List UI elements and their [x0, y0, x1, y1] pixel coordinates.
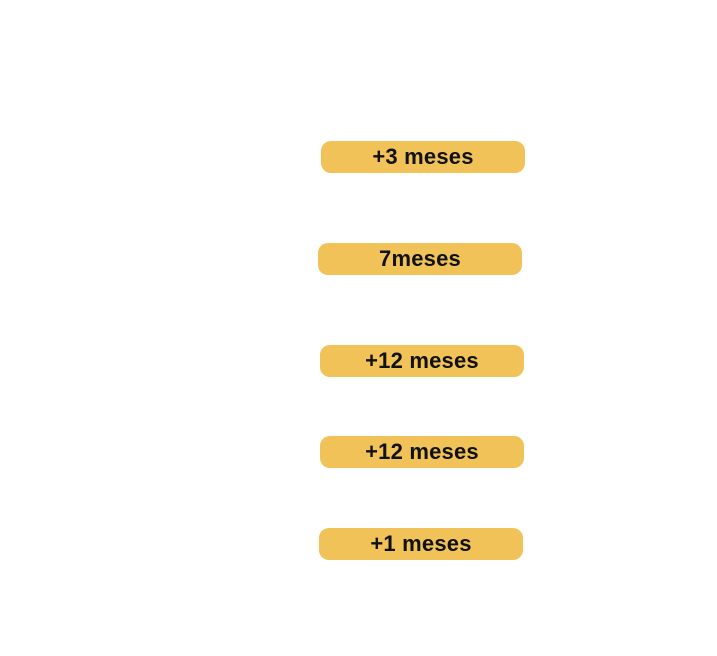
duration-badge-4: +12 meses	[320, 436, 524, 468]
duration-badge-3: +12 meses	[320, 345, 524, 377]
duration-badge-5: +1 meses	[319, 528, 523, 560]
duration-badge-2: 7meses	[318, 243, 522, 275]
duration-badge-1: +3 meses	[321, 141, 525, 173]
